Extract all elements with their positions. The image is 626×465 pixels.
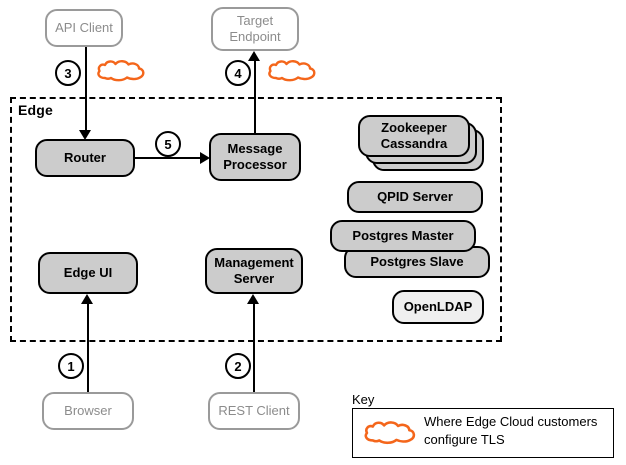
node-api-client-label: API Client <box>55 20 113 36</box>
connector-browser-to-edge-ui <box>87 302 89 394</box>
node-zookeeper-cassandra-stack[interactable]: Zookeeper Cassandra <box>358 115 484 171</box>
key-entry-text: Where Edge Cloud customers configure TLS <box>424 414 598 447</box>
node-browser-label: Browser <box>64 403 112 419</box>
arrowhead-message-processor-inbound <box>200 152 210 164</box>
edge-zone-label: Edge <box>18 102 54 118</box>
connector-rest-client-to-management-server <box>253 302 255 394</box>
node-qpid-server[interactable]: QPID Server <box>347 181 483 213</box>
node-qpid-server-label: QPID Server <box>377 189 453 205</box>
step-marker-1-label: 1 <box>67 358 75 374</box>
node-target-endpoint[interactable]: Target Endpoint <box>211 7 299 51</box>
node-target-endpoint-label-line1: Target <box>236 13 274 29</box>
node-postgres-master-label: Postgres Master <box>352 227 454 243</box>
cloud-icon-key <box>362 419 418 449</box>
node-openldap[interactable]: OpenLDAP <box>392 290 484 324</box>
node-edge-ui-label: Edge UI <box>63 265 113 281</box>
node-openldap-label: OpenLDAP <box>403 299 473 315</box>
edge-zone-boundary <box>10 97 502 342</box>
node-management-server[interactable]: Management Server <box>205 248 303 294</box>
node-cassandra-label: Cassandra <box>380 136 448 151</box>
step-marker-4-label: 4 <box>234 65 242 81</box>
connector-router-to-message-processor <box>135 157 203 159</box>
node-rest-client-label: REST Client <box>218 403 290 419</box>
cloud-icon-step-3 <box>95 58 147 86</box>
step-marker-2[interactable]: 2 <box>225 353 251 379</box>
step-marker-5[interactable]: 5 <box>155 131 181 157</box>
node-api-client[interactable]: API Client <box>45 9 123 47</box>
step-marker-1[interactable]: 1 <box>58 353 84 379</box>
node-message-processor-label-line2: Processor <box>223 157 287 172</box>
node-browser[interactable]: Browser <box>42 392 134 430</box>
arrowhead-router-inbound <box>79 130 91 140</box>
step-marker-2-label: 2 <box>234 358 242 374</box>
step-marker-3-label: 3 <box>64 65 72 81</box>
stack-layer-front: Zookeeper Cassandra <box>358 115 470 157</box>
connector-message-processor-to-target <box>254 60 256 134</box>
node-edge-ui[interactable]: Edge UI <box>38 252 138 294</box>
node-postgres-stack[interactable]: Postgres Slave Postgres Master <box>330 220 490 282</box>
step-marker-5-label: 5 <box>164 136 172 152</box>
key-box <box>352 408 614 458</box>
arrowhead-target-endpoint-inbound <box>248 51 260 61</box>
key-title: Key <box>352 392 375 407</box>
node-message-processor-label-line1: Message <box>227 141 283 157</box>
node-router[interactable]: Router <box>35 139 135 177</box>
node-postgres-master[interactable]: Postgres Master <box>330 220 476 252</box>
node-management-server-label-line2: Server <box>233 271 275 286</box>
node-management-server-label-line1: Management <box>214 255 294 271</box>
arrowhead-management-server-inbound <box>247 294 259 304</box>
cloud-icon-step-4 <box>266 58 318 86</box>
connector-api-client-to-router <box>85 47 87 132</box>
step-marker-4[interactable]: 4 <box>225 60 251 86</box>
node-message-processor[interactable]: Message Processor <box>209 133 301 181</box>
node-router-label: Router <box>64 150 106 166</box>
arrowhead-edge-ui-inbound <box>81 294 93 304</box>
node-zookeeper-label: Zookeeper <box>381 119 447 135</box>
node-rest-client[interactable]: REST Client <box>208 392 300 430</box>
node-target-endpoint-label-line2: Endpoint <box>229 29 281 44</box>
step-marker-3[interactable]: 3 <box>55 60 81 86</box>
node-postgres-slave-label: Postgres Slave <box>370 253 464 269</box>
